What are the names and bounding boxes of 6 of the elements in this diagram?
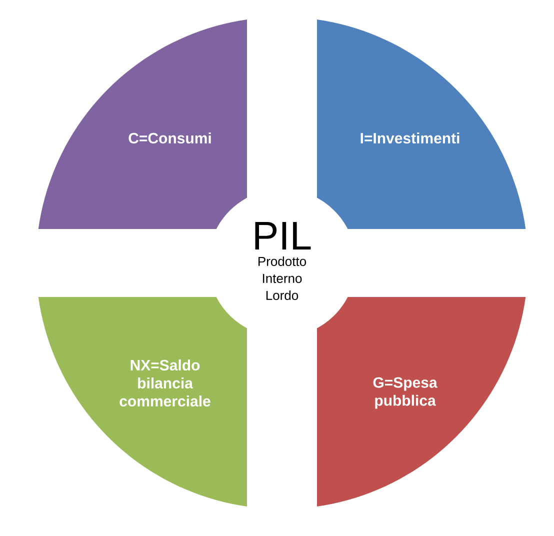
node-label: Prodotto Interno Lordo [258,256,306,300]
node-label: PIL [255,222,311,250]
quadrant-segment: NX=Saldo bilancia commerciale [38,297,247,506]
quadrant-segment: I=Investimenti [317,20,526,229]
quadrant-segment: G=Spesa pubblica [317,297,526,506]
quadrant-segment: C=Consumi [38,20,247,229]
